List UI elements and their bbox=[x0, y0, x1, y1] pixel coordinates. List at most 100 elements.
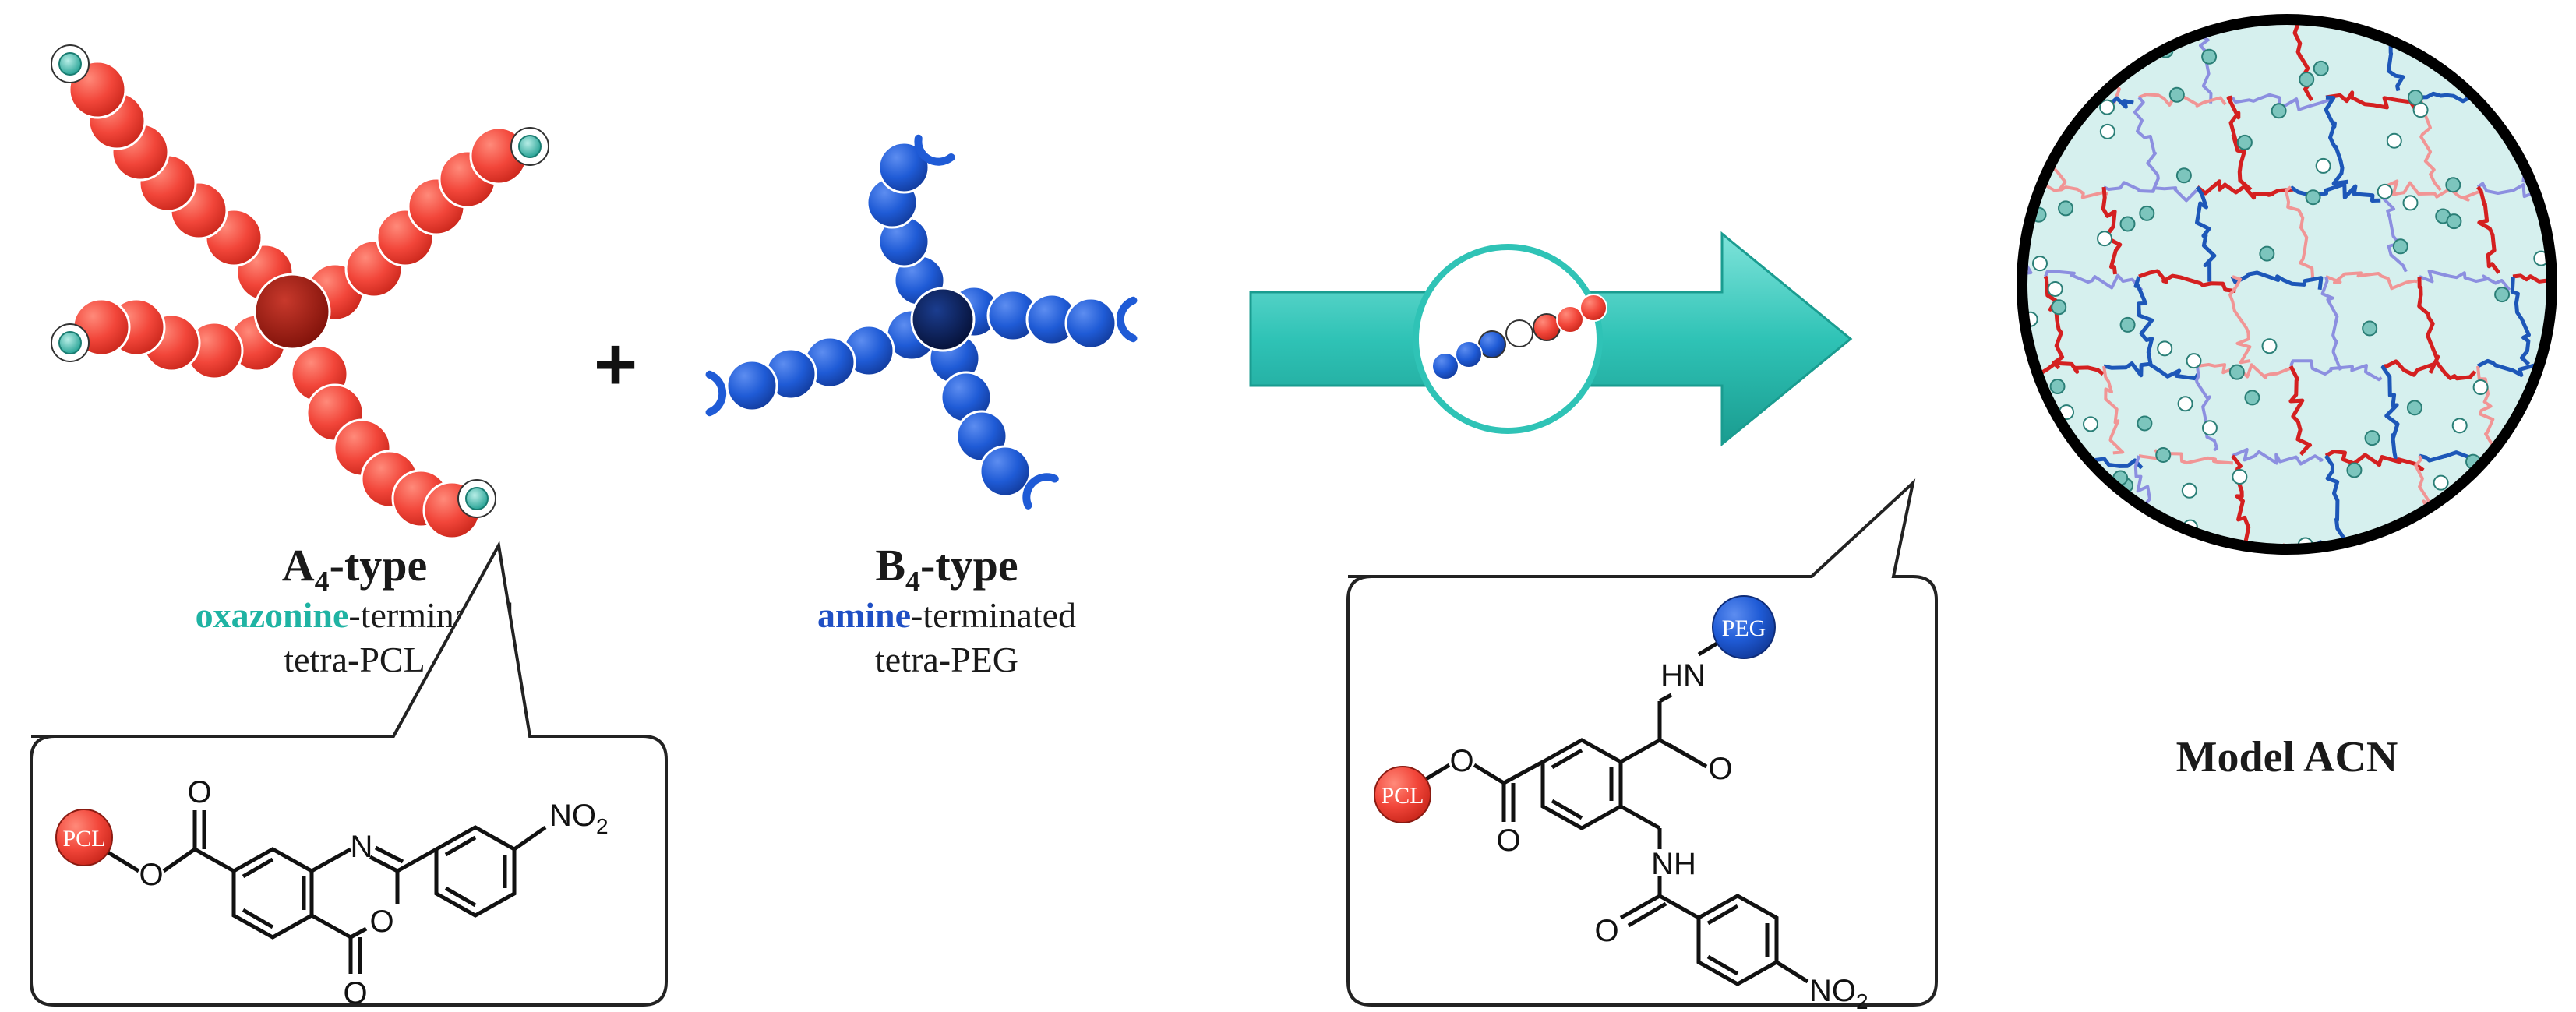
atom-o-amide1: O bbox=[1708, 752, 1732, 786]
atom-nh: NH bbox=[1651, 847, 1696, 881]
junction-node bbox=[2362, 320, 2378, 337]
atom-n: N bbox=[351, 830, 373, 864]
inset-coupled-chain bbox=[1431, 294, 1607, 380]
junction-node bbox=[2051, 299, 2067, 316]
amine-end-group bbox=[1022, 473, 1059, 510]
junction-node bbox=[2315, 157, 2331, 174]
oxazinone-end-group bbox=[51, 44, 90, 83]
inset-bead bbox=[1505, 319, 1533, 347]
network-strand bbox=[2042, 454, 2066, 541]
svg-text:B4-type: B4-type bbox=[875, 540, 1018, 598]
svg-text:PEG: PEG bbox=[1722, 615, 1766, 641]
a4-star-polymer bbox=[51, 44, 549, 540]
junction-node bbox=[2098, 51, 2114, 67]
network-label: Model ACN bbox=[2176, 733, 2398, 781]
network-strand bbox=[2325, 90, 2419, 112]
network-strand bbox=[2284, 185, 2315, 278]
junction-node bbox=[2445, 177, 2461, 193]
network-strand bbox=[2103, 361, 2200, 381]
oxazinone-end-group bbox=[457, 479, 496, 518]
network-strand bbox=[2476, 358, 2552, 378]
atom-o-amide2: O bbox=[1594, 914, 1618, 948]
network-strand bbox=[2511, 90, 2552, 111]
amine-end-group bbox=[914, 134, 955, 166]
network-strand bbox=[2232, 448, 2324, 466]
junction-node bbox=[2494, 287, 2511, 303]
junction-node bbox=[2433, 474, 2449, 491]
junction-node bbox=[2054, 93, 2070, 110]
oxazinone-end-group bbox=[51, 323, 90, 362]
atom-o-ester: O bbox=[139, 858, 163, 892]
network-strand bbox=[2196, 179, 2294, 200]
atom-o-ester-r: O bbox=[1449, 744, 1473, 778]
network-strand bbox=[2133, 276, 2154, 367]
network-strand bbox=[2022, 365, 2034, 454]
svg-text:A4-type: A4-type bbox=[282, 540, 428, 598]
a4-line2: tetra-PCL bbox=[284, 640, 425, 679]
b4-star-polymer bbox=[705, 134, 1138, 510]
junction-node bbox=[2177, 396, 2193, 412]
network-strand bbox=[2100, 543, 2128, 549]
junction-node bbox=[2186, 353, 2202, 369]
network-strand bbox=[2571, 545, 2576, 633]
junction-node bbox=[2244, 390, 2260, 406]
network-strand bbox=[2476, 365, 2498, 453]
network-strand bbox=[2022, 545, 2034, 549]
b4-label: B4-type amine-terminated tetra-PEG bbox=[817, 540, 1076, 679]
junction-node bbox=[2175, 167, 2192, 184]
network-strand bbox=[2133, 96, 2160, 192]
junction-node bbox=[2524, 485, 2540, 502]
network-strand bbox=[2509, 454, 2536, 548]
network-strand bbox=[2419, 270, 2511, 291]
network-strand bbox=[2380, 365, 2400, 462]
junction-node bbox=[2155, 446, 2172, 463]
atom-o-carbonyl1: O bbox=[187, 775, 211, 809]
junction-node bbox=[2097, 26, 2113, 42]
reaction-arrow bbox=[1249, 231, 1853, 447]
junction-node bbox=[2407, 90, 2423, 106]
pcl-bead-right: PCL bbox=[1374, 766, 1431, 823]
star-core bbox=[253, 273, 331, 351]
svg-text:amine-terminated: amine-terminated bbox=[817, 595, 1076, 635]
junction-node bbox=[2271, 103, 2287, 119]
network-strand bbox=[2230, 270, 2324, 291]
polymer-bead bbox=[877, 141, 930, 194]
junction-node bbox=[2299, 71, 2315, 87]
network-strand bbox=[2103, 181, 2198, 203]
network-strand bbox=[2191, 545, 2218, 549]
junction-node bbox=[2119, 316, 2136, 333]
network-strand bbox=[2195, 365, 2219, 452]
network-strand bbox=[2384, 359, 2477, 381]
b4-keyword: amine bbox=[817, 595, 911, 635]
inset-bead bbox=[1579, 294, 1607, 322]
star-core bbox=[910, 287, 976, 352]
junction-node bbox=[2472, 379, 2489, 396]
network-strand bbox=[2568, 187, 2576, 277]
network-strand bbox=[2286, 544, 2310, 549]
network-strand bbox=[2379, 186, 2408, 273]
structure-callout-right: O O HN O NH O NO2 PCL PEG bbox=[1346, 478, 1938, 1012]
network-strand bbox=[2571, 541, 2576, 557]
atom-o-ring: O bbox=[369, 904, 393, 939]
network-strand bbox=[2228, 275, 2252, 365]
junction-node bbox=[2451, 418, 2468, 434]
network-strand bbox=[2022, 19, 2027, 97]
junction-node bbox=[2049, 379, 2066, 395]
network-strand bbox=[2383, 541, 2480, 549]
junction-node bbox=[2047, 280, 2063, 297]
network-strand bbox=[2383, 19, 2481, 23]
junction-node bbox=[2313, 60, 2329, 76]
network-strand bbox=[2324, 95, 2349, 186]
network-strand bbox=[2022, 541, 2101, 549]
junction-node bbox=[2261, 338, 2278, 354]
network-strand bbox=[2510, 276, 2531, 366]
network-strand bbox=[2567, 366, 2576, 451]
atom-no2-r: NO2 bbox=[1809, 974, 1868, 1012]
polymer-bead bbox=[979, 445, 1032, 498]
network-strand bbox=[2226, 95, 2253, 192]
svg-text:PCL: PCL bbox=[62, 826, 105, 852]
network-strand bbox=[2102, 365, 2125, 455]
network-strand bbox=[2571, 4, 2576, 21]
junction-node bbox=[2446, 213, 2462, 230]
